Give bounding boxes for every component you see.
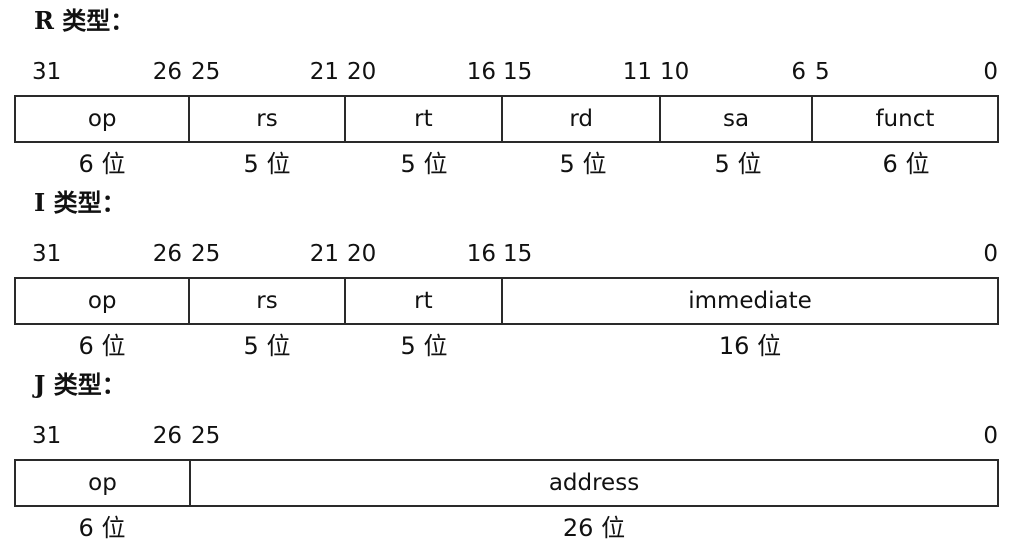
width-label: 5 位 [243,150,291,178]
width-label: 5 位 [400,150,448,178]
field-op: op [16,97,191,141]
bit-label: 31 [32,241,62,267]
width-label: 26 位 [562,514,626,542]
bit-label: 15 [503,241,533,267]
r-type-format: R 类型： 31 26 25 21 20 16 15 11 10 6 5 0 o… [0,0,1024,180]
bit-label: 20 [347,59,377,85]
field-rs: rs [190,279,346,323]
width-label: 5 位 [400,332,448,360]
field-address: address [548,470,640,496]
field-op: op [16,279,191,323]
width-label: 16 位 [718,332,782,360]
bit-label: 0 [983,59,998,85]
bit-label: 21 [309,241,339,267]
bit-label: 0 [983,241,998,267]
bit-label: 11 [622,59,652,85]
bit-label: 15 [503,59,533,85]
bit-label: 5 [815,59,830,85]
r-type-field-widths: 6 位 5 位 5 位 5 位 5 位 6 位 [0,150,1024,182]
bit-label: 6 [791,59,806,85]
width-label: 6 位 [78,514,126,542]
bit-label: 26 [152,423,182,449]
field-rd: rd [503,97,662,141]
bit-label: 31 [32,59,62,85]
bit-label: 16 [466,59,496,85]
field-rt: rt [346,279,504,323]
bit-label: 31 [32,423,62,449]
bit-label: 25 [191,241,221,267]
j-type-field-widths: 6 位 26 位 [0,514,1024,546]
field-op: op [16,461,191,505]
bit-label: 26 [152,59,182,85]
field-immediate: immediate [688,288,812,314]
r-type-bit-positions: 31 26 25 21 20 16 15 11 10 6 5 0 [0,58,1024,86]
r-type-field-row: op rs rt rd sa funct [14,95,999,143]
bit-label: 16 [466,241,496,267]
i-type-field-row: op rs rt immediate [14,277,999,325]
j-type-title: J 类型： [34,370,126,399]
bit-label: 20 [347,241,377,267]
width-label: 5 位 [559,150,607,178]
field-rt: rt [346,97,504,141]
j-type-bit-positions: 31 26 25 0 [0,422,1024,450]
width-label: 6 位 [78,332,126,360]
bit-label: 0 [983,423,998,449]
width-label: 6 位 [882,150,930,178]
width-label: 5 位 [714,150,762,178]
bit-label: 26 [152,241,182,267]
field-rs: rs [190,97,346,141]
width-label: 5 位 [243,332,291,360]
width-label: 6 位 [78,150,126,178]
field-funct: funct [875,106,935,132]
field-sa: sa [661,97,813,141]
i-type-field-widths: 6 位 5 位 5 位 16 位 [0,332,1024,364]
bit-label: 25 [191,59,221,85]
i-type-format: I 类型： 31 26 25 21 20 16 15 0 op rs rt im… [0,182,1024,362]
bit-label: 25 [191,423,221,449]
i-type-title: I 类型： [34,188,126,217]
r-type-title: R 类型： [34,6,135,35]
bit-label: 21 [309,59,339,85]
j-type-format: J 类型： 31 26 25 0 op address 6 位 26 位 [0,364,1024,544]
j-type-field-row: op address [14,459,999,507]
i-type-bit-positions: 31 26 25 21 20 16 15 0 [0,240,1024,268]
bit-label: 10 [660,59,690,85]
